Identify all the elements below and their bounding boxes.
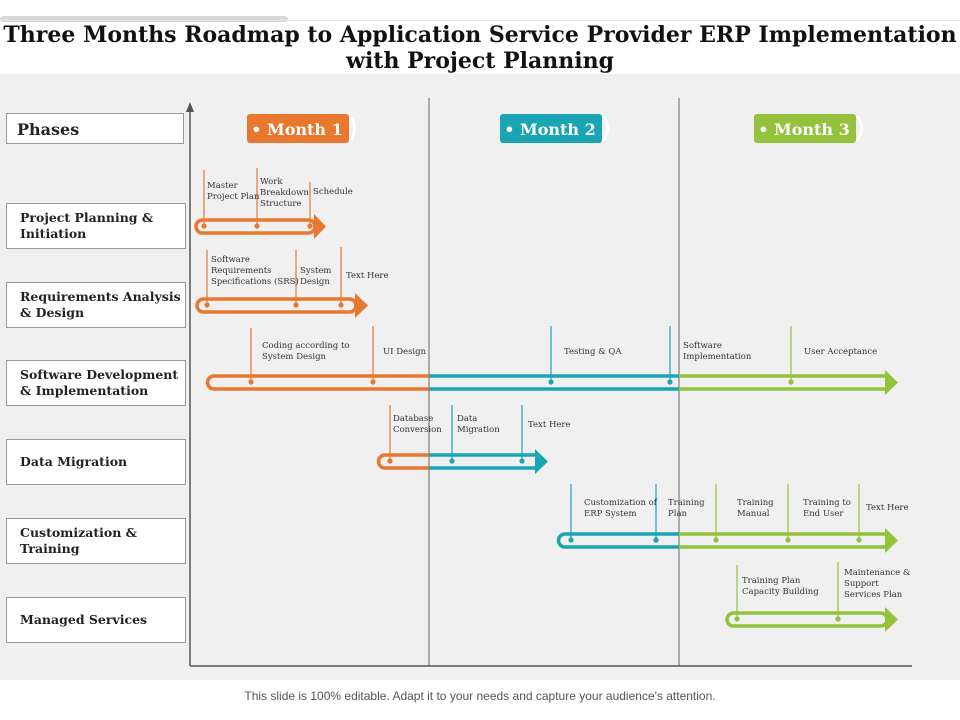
- phase-managed-services: Managed Services: [6, 597, 186, 643]
- month-badge-2: • Month 2: [500, 114, 609, 143]
- bar-data-migration: [376, 405, 548, 474]
- phase-software-development: Software Development & Implementation: [6, 360, 186, 406]
- milestone-user-acceptance: User Acceptance: [804, 347, 877, 357]
- phases-header: Phases: [6, 113, 184, 144]
- bar-managed-services: [725, 562, 898, 632]
- milestone-text-here-3: Text Here: [866, 503, 909, 513]
- month-badge-1: • Month 1: [247, 114, 356, 143]
- phase-customization: Customization & Training: [6, 518, 186, 564]
- top-divider: [0, 20, 960, 21]
- phase-label: Software Development & Implementation: [20, 367, 179, 398]
- milestone-schedule: Schedule: [313, 187, 353, 197]
- phase-label: Project Planning & Initiation: [20, 210, 154, 241]
- milestone-ui-design: UI Design: [383, 347, 427, 357]
- month-label-3: • Month 3: [758, 120, 850, 139]
- month-badge-3: • Month 3: [754, 114, 863, 143]
- milestone-text-here-2: Text Here: [528, 420, 571, 430]
- phase-label: Data Migration: [20, 454, 128, 469]
- phase-label: Customization & Training: [20, 525, 137, 556]
- bar-project-planning: [194, 168, 326, 239]
- month-label-2: • Month 2: [504, 120, 596, 139]
- phase-requirements: Requirements Analysis & Design: [6, 282, 186, 328]
- bar-software-development: [205, 326, 898, 395]
- footer-note: This slide is 100% editable. Adapt it to…: [244, 689, 716, 703]
- top-decor-bar: [0, 16, 288, 22]
- y-axis-arrow-icon: [186, 102, 194, 112]
- milestone-testing-qa: Testing & QA: [564, 347, 622, 357]
- bar-customization: [556, 484, 898, 553]
- month-label-1: • Month 1: [251, 120, 343, 139]
- phase-data-migration: Data Migration: [6, 439, 186, 485]
- phase-label: Managed Services: [20, 612, 148, 627]
- milestone-text-here-1: Text Here: [346, 271, 389, 281]
- phase-project-planning: Project Planning & Initiation: [6, 203, 186, 249]
- phase-label: Requirements Analysis & Design: [20, 289, 181, 320]
- slide-title: Three Months Roadmap to Application Serv…: [3, 22, 957, 74]
- bar-requirements: [195, 247, 368, 318]
